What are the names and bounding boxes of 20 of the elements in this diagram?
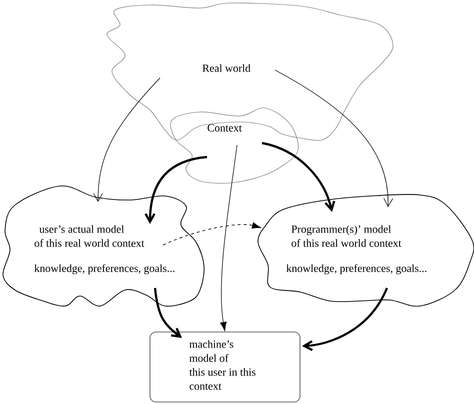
- node-text: Real world: [202, 64, 250, 72]
- arrow: [154, 288, 182, 338]
- arrow: [144, 156, 208, 224]
- cloud-shape: [106, 2, 394, 141]
- cloud-shape: [170, 108, 299, 184]
- rounded-box: [150, 332, 300, 402]
- node-text: knowledge, preferences, goals...: [34, 264, 174, 274]
- arrow: [162, 222, 261, 246]
- cloud-shape: [2, 185, 205, 307]
- arrow: [93, 78, 160, 202]
- node-text: Programmer(s)’ model of this real world context: [292, 225, 402, 247]
- node-text: knowledge, preferences, goals...: [286, 264, 426, 274]
- node-text: machine’s model of this user in this context: [189, 340, 256, 390]
- node-text: user’s actual model of this real world context: [34, 225, 144, 247]
- arrow: [274, 70, 394, 207]
- cloud-shape: [258, 194, 474, 307]
- arrow: [262, 142, 336, 212]
- node-text: Context: [208, 124, 242, 132]
- arrow: [220, 144, 238, 331]
- arrow: [302, 288, 388, 352]
